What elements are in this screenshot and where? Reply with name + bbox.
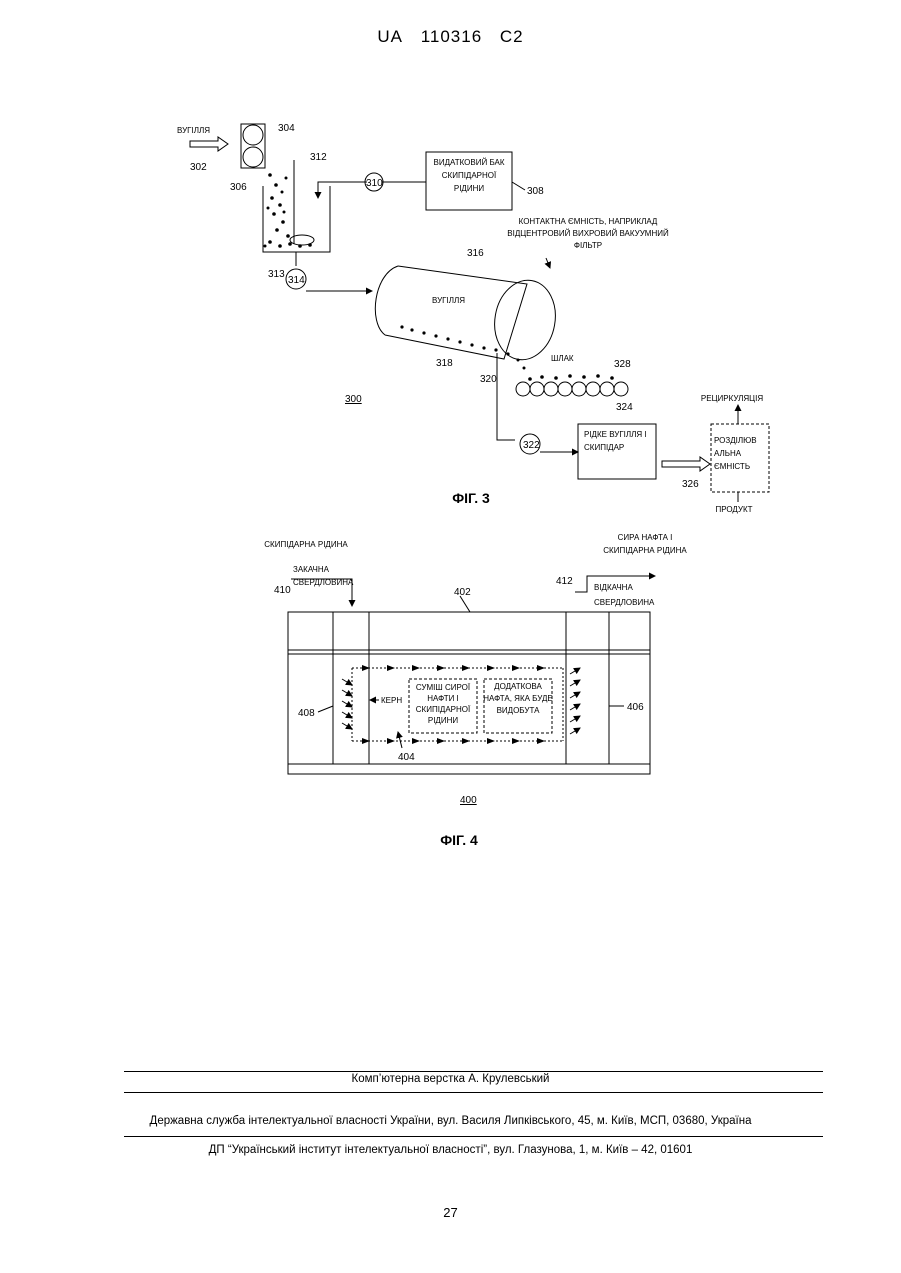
ref-326: 326 <box>682 479 699 490</box>
ref-322: 322 <box>523 440 540 451</box>
fig4-caption: ФІГ. 4 <box>440 832 478 848</box>
footer-rule-2 <box>124 1092 823 1093</box>
liquid-label-1: РІДКЕ ВУГІЛЛЯ І <box>584 430 647 439</box>
mix-label-3: СКИПІДАРНОЇ <box>416 705 471 714</box>
slag-conveyor-328 <box>516 382 628 396</box>
add-label-3: ВИДОБУТА <box>497 706 540 715</box>
ref-318: 318 <box>436 358 453 369</box>
ref-404: 404 <box>398 752 415 763</box>
mix-label-2: НАФТИ І <box>427 694 459 703</box>
ref-308: 308 <box>527 186 544 197</box>
coal-in-label: ВУГІЛЛЯ <box>177 126 210 135</box>
kern-label: КЕРН <box>381 696 402 705</box>
sep-label-2: АЛЬНА <box>714 449 742 458</box>
footer-rule-1 <box>124 1071 823 1072</box>
ref-314: 314 <box>288 275 305 286</box>
product-label: ПРОДУКТ <box>715 505 752 514</box>
footer-service: Державна служба інтелектуальної власност… <box>0 1115 901 1127</box>
ref-324: 324 <box>616 402 633 413</box>
formation-outline <box>288 612 650 774</box>
crude-label-2: СКИПІДАРНА РІДИНА <box>603 546 687 555</box>
mix-label-4: РІДИНИ <box>428 716 459 725</box>
ref-313: 313 <box>268 269 285 280</box>
ref-320: 320 <box>480 374 497 385</box>
sep-label-1: РОЗДІЛЮВ <box>714 436 757 445</box>
arrow-326 <box>662 457 710 471</box>
add-label-2: НАФТА, ЯКА БУДЕ <box>483 694 552 703</box>
add-label-1: ДОДАТКОВА <box>494 682 542 691</box>
contact-label-2: ВІДЦЕНТРОВИЙ ВИХРОВИЙ ВАКУУМНИЙ <box>507 229 669 238</box>
ref-406: 406 <box>627 702 644 713</box>
fig3-caption: ФІГ. 3 <box>452 490 490 506</box>
ref-402: 402 <box>454 587 471 598</box>
drum-316 <box>385 266 527 359</box>
turp-label: СКИПІДАРНА РІДИНА <box>264 540 348 549</box>
coal-input-arrow <box>190 137 228 151</box>
recycle-label: РЕЦИРКУЛЯЦІЯ <box>701 394 763 403</box>
page-number: 27 <box>0 1205 901 1220</box>
ref-328: 328 <box>614 359 631 370</box>
ref-316: 316 <box>467 248 484 259</box>
inj-label-1: ЗАКАЧНА <box>293 565 330 574</box>
ref-306: 306 <box>230 182 247 193</box>
slag-label: ШЛАК <box>551 354 574 363</box>
ref-304: 304 <box>278 123 295 134</box>
sep-label-3: ЄМНІСТЬ <box>714 462 750 471</box>
tank-label-2: СКИПІДАРНОЇ <box>442 171 497 180</box>
hopper-304 <box>241 124 265 168</box>
drum-label: ВУГІЛЛЯ <box>432 296 465 305</box>
crude-label-1: СИРА НАФТА І <box>618 533 673 542</box>
mix-label-1: СУМІШ СИРОЇ <box>416 683 471 692</box>
ref-412: 412 <box>556 576 573 587</box>
liquid-label-2: СКИПІДАР <box>584 443 624 452</box>
ref-302: 302 <box>190 162 207 173</box>
footer-rule-3 <box>124 1136 823 1137</box>
footer-institute: ДП “Український інститут інтелектуальної… <box>0 1144 901 1156</box>
coal-particles <box>264 173 614 381</box>
prod-label-2: СВЕРДЛОВИНА <box>594 598 655 607</box>
prod-label-1: ВІДКАЧНА <box>594 583 633 592</box>
ref-410: 410 <box>274 585 291 596</box>
footer-layout: Комп’ютерна верстка А. Крулевський <box>0 1073 901 1085</box>
tank-label-3: РІДИНИ <box>454 184 485 193</box>
ref-400: 400 <box>460 795 477 806</box>
figure-3 <box>190 124 769 502</box>
separation-vessel <box>711 424 769 492</box>
ref-300: 300 <box>345 394 362 405</box>
vessel-306 <box>263 186 330 252</box>
contact-label-3: ФІЛЬТР <box>574 241 602 250</box>
inj-label-2: СВЕРДЛОВИНА <box>293 578 354 587</box>
ref-408: 408 <box>298 708 315 719</box>
ref-312: 312 <box>310 152 327 163</box>
tank-label-1: ВИДАТКОВИЙ БАК <box>433 158 504 167</box>
contact-label-1: КОНТАКТНА ЄМНІСТЬ, НАПРИКЛАД <box>519 217 658 226</box>
ref-310: 310 <box>366 178 383 189</box>
